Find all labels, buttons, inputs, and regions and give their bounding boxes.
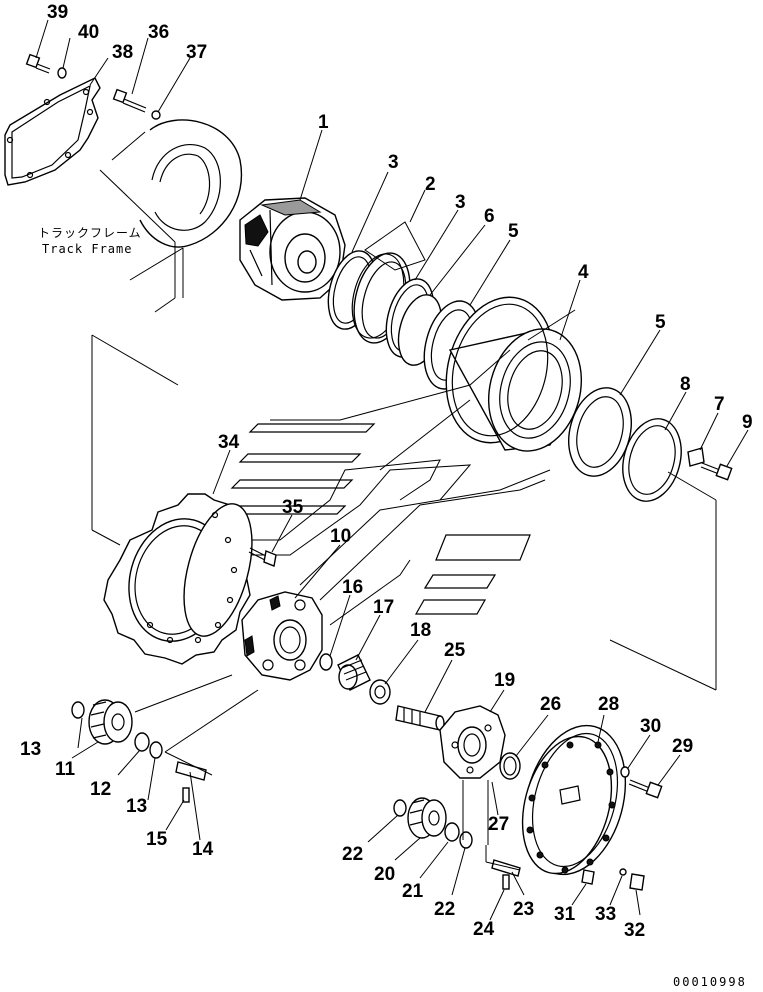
callout-37: 37 (186, 42, 207, 63)
callout-26: 26 (540, 694, 561, 715)
part-washer-13b (149, 741, 163, 759)
part-washer-40 (57, 67, 67, 79)
callout-19: 19 (494, 670, 515, 691)
part-travel-motor-1 (239, 197, 346, 301)
callout-18: 18 (410, 620, 431, 641)
part-plug-33 (619, 868, 627, 876)
part-washer-22b (459, 831, 473, 849)
part-cover-28 (521, 724, 627, 876)
part-hub-4 (445, 296, 583, 452)
part-bolt-36 (112, 88, 147, 113)
callout-5a: 5 (508, 221, 519, 242)
callout-15: 15 (146, 829, 168, 850)
callout-21: 21 (402, 881, 424, 902)
drawing-number: 00010998 (673, 975, 747, 989)
part-bolt-29 (628, 779, 663, 799)
callout-17: 17 (373, 597, 394, 618)
part-pin-24 (502, 874, 510, 890)
part-bearing-21 (444, 822, 460, 842)
callout-27: 27 (488, 814, 509, 835)
part-pin-15 (182, 787, 190, 803)
callout-25: 25 (444, 640, 466, 661)
callout-3b: 3 (455, 192, 466, 213)
callout-8: 8 (680, 374, 691, 395)
callout-7: 7 (714, 394, 725, 415)
part-shaft-23 (491, 859, 521, 877)
callout-28: 28 (598, 694, 619, 715)
part-bearing-5b (568, 387, 632, 477)
part-bolt-9 (700, 462, 733, 481)
part-washer-30 (620, 766, 630, 778)
part-sprocket-34 (103, 493, 253, 665)
callout-34: 34 (218, 432, 240, 453)
callout-12: 12 (90, 779, 111, 800)
part-thrust-washer-18 (369, 679, 391, 705)
callout-23: 23 (513, 899, 534, 920)
leader-lines (35, 19, 749, 921)
callout-13b: 13 (126, 796, 147, 817)
part-snap-ring-26 (499, 752, 521, 780)
part-bolt-35 (248, 547, 277, 567)
callout-11: 11 (55, 759, 76, 780)
callout-36: 36 (148, 22, 169, 43)
part-bolt-39 (25, 53, 51, 74)
callout-29: 29 (672, 736, 693, 757)
part-needle-bearing-17 (337, 654, 371, 691)
callout-3a: 3 (388, 152, 399, 173)
part-washer-37 (151, 110, 161, 120)
callout-22b: 22 (434, 899, 455, 920)
part-bearing-12 (134, 732, 150, 752)
callout-38: 38 (112, 42, 133, 63)
part-planet-gear-11 (88, 699, 133, 745)
callout-9: 9 (742, 412, 753, 433)
callout-2: 2 (425, 174, 436, 195)
frame-label-japanese: トラックフレーム (38, 226, 142, 240)
guide-bars-upper (222, 423, 531, 615)
callout-6: 6 (484, 206, 495, 227)
callout-32: 32 (624, 920, 645, 941)
callout-24: 24 (473, 919, 495, 940)
part-carrier-10 (241, 591, 323, 681)
part-lock-plate-7 (687, 447, 705, 467)
callout-14: 14 (192, 839, 214, 860)
part-washer-16 (319, 653, 333, 671)
track-frame-outline (99, 119, 243, 313)
frame-label-english: Track Frame (42, 242, 132, 256)
part-washer-13a (71, 701, 85, 719)
part-carrier-19 (439, 705, 506, 779)
callout-5b: 5 (655, 312, 666, 333)
part-shaft-25 (395, 705, 445, 731)
callout-33: 33 (595, 904, 616, 925)
callout-20: 20 (374, 864, 395, 885)
callout-13a: 13 (20, 739, 41, 760)
callout-1: 1 (318, 112, 329, 133)
part-plug-31 (581, 869, 595, 885)
part-planet-gear-20 (407, 797, 447, 839)
callout-35: 35 (282, 497, 304, 518)
callout-16: 16 (342, 577, 363, 598)
part-plug-32 (629, 873, 645, 891)
callout-labels: 39 40 36 38 37 1 3 2 3 6 5 4 5 8 7 9 34 … (20, 2, 753, 941)
part-ring-nut-8 (622, 418, 682, 502)
callout-31: 31 (554, 904, 576, 925)
callout-4: 4 (578, 262, 589, 283)
callout-10: 10 (330, 526, 351, 547)
callout-30: 30 (640, 716, 661, 737)
part-cover-38 (4, 77, 101, 186)
callout-22a: 22 (342, 844, 363, 865)
zigzag-guide-lines (230, 349, 551, 626)
part-washer-22a (393, 799, 407, 817)
callout-40: 40 (78, 22, 99, 43)
callout-39: 39 (47, 2, 68, 23)
